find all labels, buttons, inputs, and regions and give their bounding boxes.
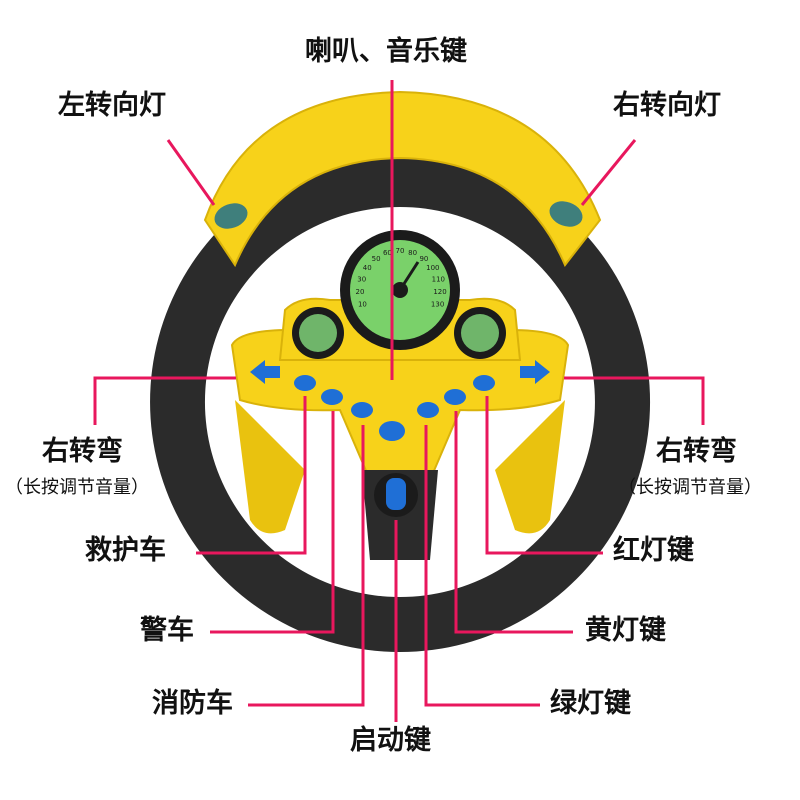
label-ambulance: 救护车: [85, 535, 166, 566]
speedometer-tick-label: 100: [426, 264, 439, 272]
label-left-turn: 右转弯: [42, 436, 123, 467]
police-car-button[interactable]: [321, 389, 343, 405]
green-light-button[interactable]: [417, 402, 439, 418]
speedometer-tick-label: 90: [419, 255, 428, 263]
label-right-turn-note: （长按调节音量）: [618, 477, 762, 498]
right-turn-button[interactable]: [520, 360, 550, 384]
yellow-light-button[interactable]: [444, 389, 466, 405]
ambulance-button[interactable]: [294, 375, 316, 391]
leader-left-turn-signal: [166, 139, 216, 206]
label-start-key: 启动键: [350, 725, 431, 756]
speedometer-tick-label: 60: [383, 249, 392, 257]
label-fire-truck: 消防车: [152, 688, 233, 719]
leader-fire-truck: [248, 425, 365, 707]
leader-green-light: [424, 425, 540, 707]
leader-left-turn: [93, 376, 236, 425]
speedometer-tick-label: 70: [396, 247, 405, 255]
label-left-turn-note: （长按调节音量）: [5, 477, 149, 498]
label-left-turn-signal: 左转向灯: [58, 90, 166, 121]
speedometer-tick-label: 10: [358, 301, 367, 309]
leader-right-turn: [564, 376, 705, 425]
label-horn-music-key: 喇叭、音乐键: [305, 36, 467, 67]
leader-right-turn-signal: [580, 139, 637, 206]
speedometer-tick-label: 80: [408, 249, 417, 257]
leader-lines: [93, 80, 705, 722]
right-turn-signal-light: [549, 201, 583, 227]
wheel-rim-yellow-top: [203, 90, 602, 268]
wheel-center-body: [230, 329, 570, 481]
speedometer-tick-label: 20: [356, 288, 365, 296]
label-yellow-light-key: 黄灯键: [585, 615, 666, 646]
label-police-car: 警车: [140, 615, 194, 646]
button-cluster: [250, 360, 550, 441]
leader-ambulance: [196, 396, 307, 555]
fire-truck-button[interactable]: [351, 402, 373, 418]
speedometer-tick-label: 50: [372, 255, 381, 263]
label-red-light-key: 红灯键: [613, 535, 694, 566]
label-right-turn-signal: 右转向灯: [613, 90, 721, 121]
left-turn-signal-light: [214, 203, 248, 229]
label-right-turn: 右转弯: [656, 436, 737, 467]
horn-music-button[interactable]: [379, 421, 405, 441]
leader-red-light: [485, 396, 603, 555]
label-green-light-key: 绿灯键: [550, 688, 631, 719]
speedometer-tick-label: 130: [431, 301, 444, 309]
wheel-base: [235, 400, 565, 534]
speedometer-tick-label: 30: [357, 276, 366, 284]
speedometer-tick-label: 110: [432, 276, 445, 284]
speedometer-tick-label: 120: [433, 288, 446, 296]
leader-yellow-light: [454, 411, 573, 634]
leader-police-car: [210, 411, 335, 634]
left-turn-button[interactable]: [250, 360, 280, 384]
speedometer-tick-label: 40: [363, 264, 372, 272]
red-light-button[interactable]: [473, 375, 495, 391]
